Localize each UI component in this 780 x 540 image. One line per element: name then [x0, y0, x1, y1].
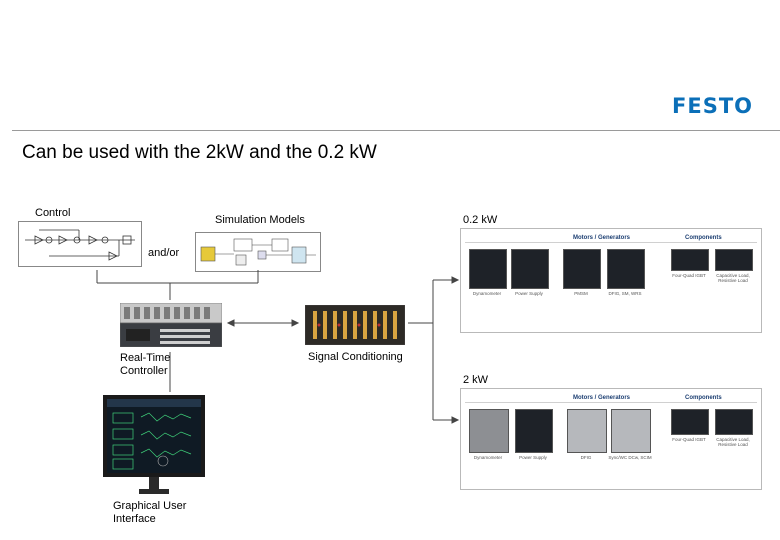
panel-2kw-rule	[465, 402, 757, 403]
load-02kw-module	[715, 249, 753, 271]
monitor-icon	[103, 395, 205, 494]
simulation-models-diagram	[195, 232, 321, 272]
panel-2kw: Motors / Generators Components Dynamomet…	[460, 388, 762, 490]
label-2kw: 2 kW	[463, 374, 489, 386]
panel-2kw-motors-header: Motors / Generators	[573, 395, 631, 401]
item-label: Power Supply	[515, 291, 543, 296]
pmsm-02kw-module	[563, 249, 601, 289]
load-2kw-module	[715, 409, 753, 435]
controller-chassis-icon	[119, 302, 223, 348]
power-supply-02kw-module	[511, 249, 549, 289]
block-diagram-icon	[25, 229, 135, 261]
item-label: Sync/WC DCw, SCIM	[608, 455, 652, 460]
panel-02kw: Motors / Generators Components Dynamomet…	[460, 228, 762, 333]
festo-logo: FESTO	[672, 94, 753, 118]
item-label: Four-Quad IGBT	[672, 437, 706, 442]
signal-conditioning-device	[304, 304, 406, 346]
item-label: Four-Quad IGBT	[672, 273, 706, 278]
item-label: Capacitive Load, Resistive Load	[716, 273, 750, 283]
item-label: Dynamometer	[473, 455, 503, 460]
label-realtime-controller: Real-Time Controller	[120, 352, 171, 377]
realtime-controller-device	[119, 302, 223, 348]
label-02kw: 0.2 kW	[463, 214, 498, 226]
simulink-model-icon	[200, 238, 316, 266]
dynamometer-2kw-machine	[469, 409, 509, 453]
label-gui: Graphical User Interface	[113, 500, 187, 525]
signal-conditioning-icon	[304, 304, 406, 346]
gui-monitor	[103, 395, 205, 499]
label-control: Control	[35, 207, 71, 219]
header-divider	[12, 130, 780, 131]
panel-02kw-motors-header: Motors / Generators	[573, 235, 631, 241]
control-diagram	[18, 221, 142, 267]
igbt-02kw-module	[671, 249, 709, 271]
dfig-sm-02kw-module	[607, 249, 645, 289]
sync-machine-2kw	[611, 409, 651, 453]
label-and-or: and/or	[148, 247, 180, 259]
item-label: DFIG	[580, 455, 592, 460]
panel-02kw-rule	[465, 242, 757, 243]
label-simulation-models: Simulation Models	[215, 214, 305, 226]
item-label: Capacitive Load, Resistive Load	[716, 437, 750, 447]
panel-2kw-components-header: Components	[685, 395, 722, 401]
item-label: PMSM	[574, 291, 588, 296]
dynamometer-02kw-module	[469, 249, 507, 289]
item-label: Power Supply	[519, 455, 547, 460]
slide-title: Can be used with the 2kW and the 0.2 kW	[22, 142, 377, 163]
item-label: DFIG, SM, WRS	[608, 291, 642, 296]
label-signal-conditioning: Signal Conditioning	[308, 351, 403, 363]
power-supply-2kw-module	[515, 409, 553, 453]
item-label: Dynamometer	[472, 291, 502, 296]
igbt-2kw-module	[671, 409, 709, 435]
panel-02kw-components-header: Components	[685, 235, 722, 241]
dfig-2kw-machine	[567, 409, 607, 453]
